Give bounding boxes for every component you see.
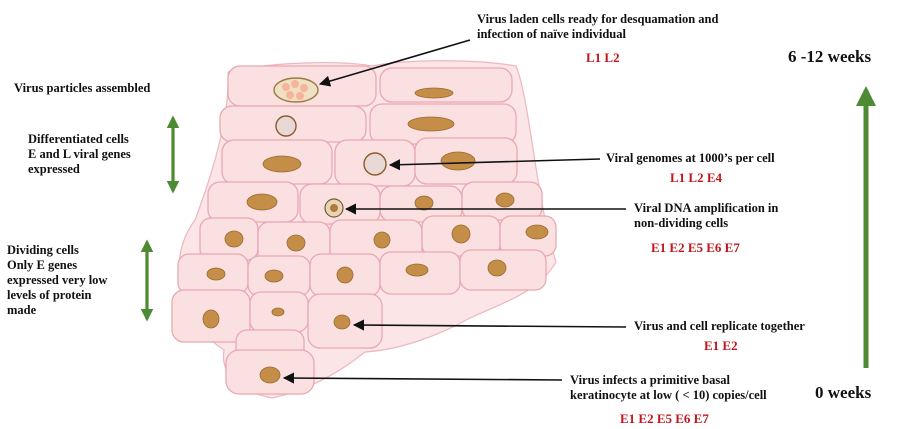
genes-infects: E1 E2 E5 E6 E7 <box>620 411 709 427</box>
nucleus <box>452 225 470 243</box>
virus-particle <box>286 91 294 99</box>
nucleus <box>415 196 433 210</box>
nucleus <box>203 310 219 328</box>
nucleus <box>334 315 350 329</box>
nucleus <box>441 152 475 170</box>
label-virus-assembled: Virus particles assembled <box>14 81 150 96</box>
nucleus <box>265 270 283 282</box>
annotation-amplification: Viral DNA amplification in non-dividing … <box>634 201 778 231</box>
annotation-line: Virus and cell replicate together <box>634 319 805 334</box>
virus-particle <box>300 84 308 92</box>
label-line: expressed <box>28 162 131 177</box>
annotation-line: infection of naïve individual <box>477 27 718 42</box>
timeline-bottom-label: 0 weeks <box>815 383 871 403</box>
annotation-line: Virus infects a primitive basal <box>570 373 767 388</box>
genes-amplification: E1 E2 E5 E6 E7 <box>651 240 740 256</box>
annotation-replicate: Virus and cell replicate together <box>634 319 805 334</box>
nucleus <box>415 88 453 98</box>
nucleus <box>496 193 514 207</box>
timeline-top-label: 6 -12 weeks <box>788 47 871 67</box>
label-dividing-cells: Dividing cells Only E genes expressed ve… <box>7 243 107 318</box>
nucleus <box>488 260 506 276</box>
infected-nucleus <box>276 116 296 136</box>
nucleus <box>406 264 428 276</box>
annotation-line: non-dividing cells <box>634 216 778 231</box>
label-line: Dividing cells <box>7 243 107 258</box>
label-line: levels of protein <box>7 288 107 303</box>
nucleus <box>263 156 301 172</box>
annotation-desquamation: Virus laden cells ready for desquamation… <box>477 12 718 42</box>
annotation-line: keratinocyte at low ( < 10) copies/cell <box>570 388 767 403</box>
nucleus <box>408 117 454 131</box>
nucleus <box>247 194 277 210</box>
annotation-line: Virus laden cells ready for desquamation… <box>477 12 718 27</box>
nucleus <box>526 225 548 239</box>
annotation-genomes: Viral genomes at 1000’s per cell <box>606 151 775 166</box>
label-differentiated-cells: Differentiated cells E and L viral genes… <box>28 132 131 177</box>
label-line: E and L viral genes <box>28 147 131 162</box>
basal-nucleus <box>260 367 280 383</box>
nucleus <box>272 308 284 316</box>
label-line: expressed very low <box>7 273 107 288</box>
genes-genomes: L1 L2 E4 <box>670 170 722 186</box>
genes-desquamation: L1 L2 <box>586 50 620 66</box>
annotation-infects: Virus infects a primitive basal keratino… <box>570 373 767 403</box>
annotation-line: Viral genomes at 1000’s per cell <box>606 151 775 166</box>
nucleus <box>287 235 305 251</box>
infected-nucleus <box>364 153 386 175</box>
amplification-core <box>330 204 338 212</box>
nucleus <box>225 231 243 247</box>
infects-pointer <box>284 378 562 380</box>
virus-particle <box>291 80 299 88</box>
label-line: made <box>7 303 107 318</box>
annotation-line: Viral DNA amplification in <box>634 201 778 216</box>
nucleus <box>374 232 390 248</box>
virus-particle <box>296 92 304 100</box>
virus-particle <box>282 83 290 91</box>
nucleus <box>207 268 225 280</box>
genes-replicate: E1 E2 <box>704 338 738 354</box>
nucleus <box>337 267 353 283</box>
label-line: Differentiated cells <box>28 132 131 147</box>
label-line: Only E genes <box>7 258 107 273</box>
